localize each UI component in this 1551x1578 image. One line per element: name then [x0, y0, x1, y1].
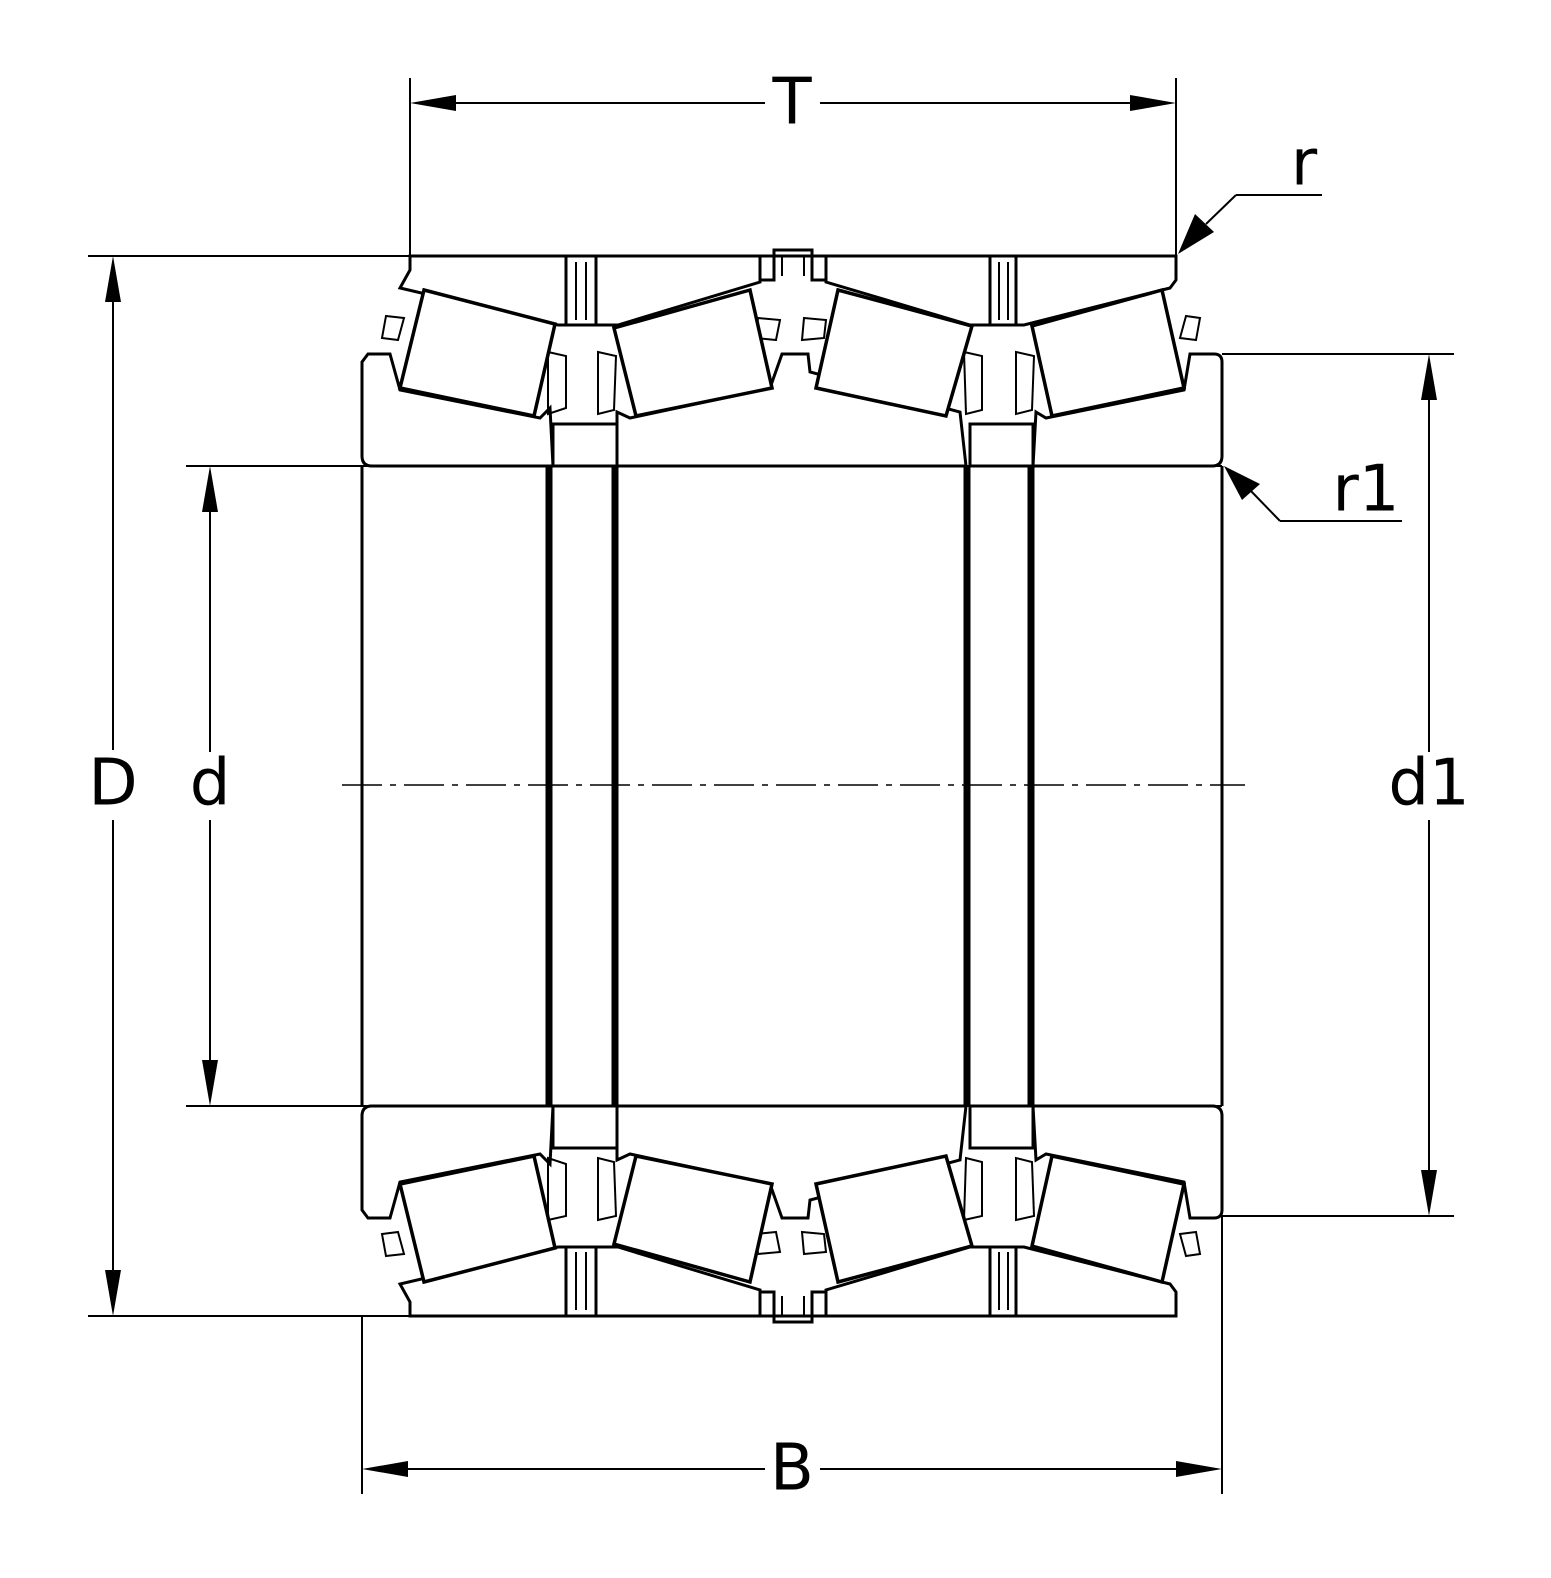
- label-r: r: [1291, 127, 1318, 201]
- roller: [1029, 287, 1187, 419]
- label-d1: d1: [1388, 747, 1469, 821]
- leader-r: r: [1178, 127, 1322, 254]
- lower-section: [360, 1104, 1224, 1324]
- dimension-d: d: [186, 465, 362, 1107]
- bore: [360, 465, 1224, 1107]
- upper-section: [360, 248, 1224, 468]
- dimension-D: D: [88, 255, 410, 1317]
- label-r1: r1: [1332, 453, 1399, 527]
- label-D: D: [88, 747, 137, 821]
- roller: [813, 287, 975, 419]
- dimension-d1: d1: [1222, 353, 1470, 1217]
- inner-cone: [360, 352, 555, 468]
- label-d: d: [190, 747, 231, 821]
- dimension-T: T: [409, 66, 1177, 256]
- leader-r1: r1: [1224, 453, 1402, 527]
- label-T: T: [771, 66, 812, 140]
- dimension-B: B: [361, 1216, 1223, 1506]
- label-B: B: [770, 1432, 814, 1506]
- roller: [611, 287, 775, 419]
- roller: [397, 287, 558, 419]
